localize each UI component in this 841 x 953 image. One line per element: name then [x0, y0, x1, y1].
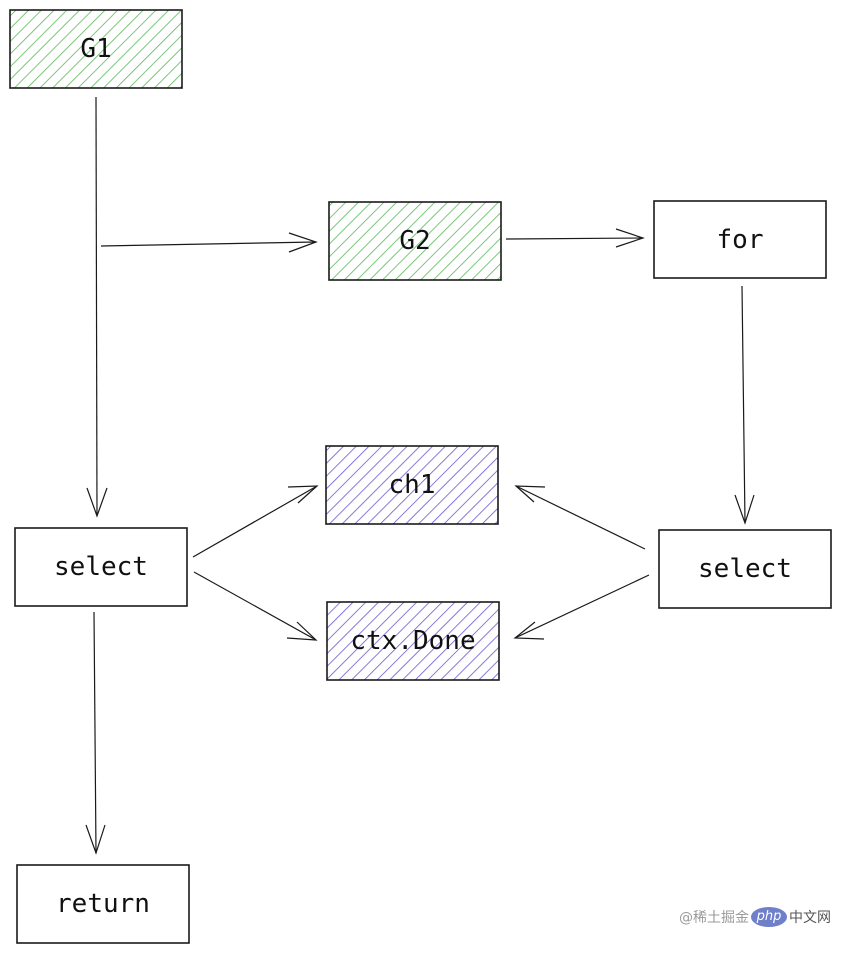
- node-for: for: [653, 200, 827, 279]
- arrowhead-for-to-select-right: [734, 494, 755, 525]
- node-return-label: return: [56, 889, 150, 919]
- arrowhead-select-left-to-ch1: [287, 485, 319, 504]
- node-ctx-done-label: ctx.Done: [350, 626, 475, 656]
- node-ch1-label: ch1: [389, 470, 436, 500]
- watermark: @稀土掘金 php 中文网: [679, 907, 831, 927]
- edge-g2-to-for: [505, 237, 644, 240]
- watermark-suffix: 中文网: [789, 910, 831, 926]
- node-return: return: [16, 864, 190, 944]
- edge-g1-to-g2: [100, 241, 317, 247]
- node-g1: G1: [9, 9, 183, 89]
- arrowhead-g1-to-g2: [288, 232, 318, 253]
- arrowhead-select-right-to-ctx-done: [513, 621, 545, 640]
- node-g1-label: G1: [80, 34, 111, 64]
- node-for-label: for: [717, 225, 764, 255]
- edge-select-right-to-ctx-done: [514, 574, 650, 639]
- edge-for-to-select-right: [741, 285, 746, 524]
- node-ch1: ch1: [325, 445, 499, 525]
- edge-select-right-to-ch1: [515, 485, 646, 550]
- edge-select-left-to-return: [93, 611, 97, 854]
- edges: [85, 96, 755, 855]
- node-select-right-label: select: [698, 554, 792, 584]
- node-g2-label: G2: [399, 226, 430, 256]
- arrowhead-select-left-to-return: [85, 824, 106, 855]
- edge-select-left-to-ch1: [192, 485, 318, 558]
- edge-g1-to-select-left: [95, 96, 98, 517]
- arrowhead-select-left-to-ctx-done: [286, 621, 318, 641]
- node-select-left-label: select: [54, 552, 148, 582]
- node-g2: G2: [328, 201, 502, 281]
- node-select-right: select: [658, 529, 832, 609]
- node-select-left: select: [14, 527, 188, 607]
- arrowhead-select-right-to-ch1: [514, 485, 546, 503]
- edge-select-left-to-ctx-done: [193, 571, 317, 641]
- watermark-prefix: @稀土掘金: [679, 910, 749, 926]
- arrowhead-g1-to-select-left: [86, 487, 108, 518]
- node-ctx-done: ctx.Done: [326, 601, 500, 681]
- php-logo-icon: php: [751, 907, 787, 927]
- arrowhead-g2-to-for: [615, 228, 645, 248]
